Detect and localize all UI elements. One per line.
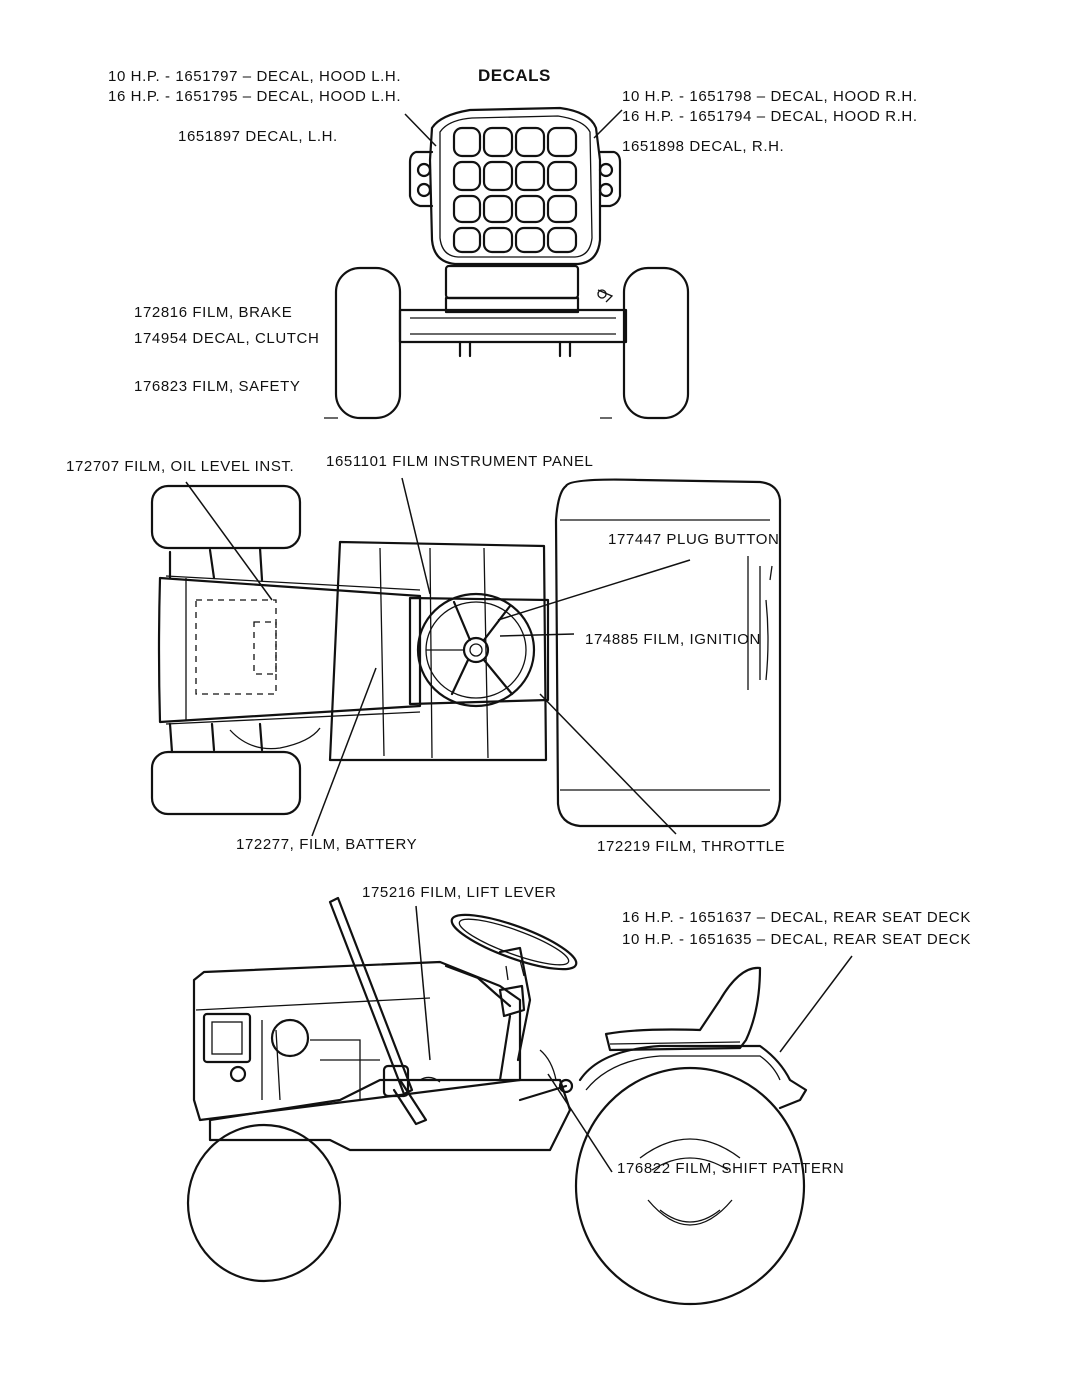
label-plug-button: 177447 PLUG BUTTON (608, 531, 780, 548)
label-oil-level: 172707 FILM, OIL LEVEL INST. (66, 458, 295, 475)
label-ignition: 174885 FILM, IGNITION (585, 631, 761, 648)
label-film-brake: 172816 FILM, BRAKE (134, 304, 293, 321)
label-decal-lh: 1651897 DECAL, L.H. (178, 128, 338, 145)
label-rear-deck-16hp: 16 H.P. - 1651637 – DECAL, REAR SEAT DEC… (622, 909, 971, 926)
label-hood-rh-16hp: 16 H.P. - 1651794 – DECAL, HOOD R.H. (622, 108, 918, 125)
label-film-safety: 176823 FILM, SAFETY (134, 378, 301, 395)
page-title: DECALS (478, 66, 551, 85)
label-instrument-panel: 1651101 FILM INSTRUMENT PANEL (326, 453, 594, 470)
label-rear-deck-10hp: 10 H.P. - 1651635 – DECAL, REAR SEAT DEC… (622, 931, 971, 948)
label-hood-rh-10hp: 10 H.P. - 1651798 – DECAL, HOOD R.H. (622, 88, 918, 105)
label-shift-pattern: 176822 FILM, SHIFT PATTERN (617, 1160, 845, 1177)
side-view-tractor (186, 896, 808, 1306)
top-view-tractor (150, 478, 782, 828)
label-throttle: 172219 FILM, THROTTLE (597, 838, 786, 855)
front-grille (452, 126, 578, 254)
label-decal-rh: 1651898 DECAL, R.H. (622, 138, 785, 155)
label-hood-lh-16hp: 16 H.P. - 1651795 – DECAL, HOOD L.H. (108, 88, 402, 105)
label-lift-lever: 175216 FILM, LIFT LEVER (362, 884, 557, 901)
label-decal-clutch: 174954 DECAL, CLUTCH (134, 330, 320, 347)
label-battery: 172277, FILM, BATTERY (236, 836, 418, 853)
label-hood-lh-10hp: 10 H.P. - 1651797 – DECAL, HOOD L.H. (108, 68, 402, 85)
front-view-tractor (324, 106, 690, 420)
